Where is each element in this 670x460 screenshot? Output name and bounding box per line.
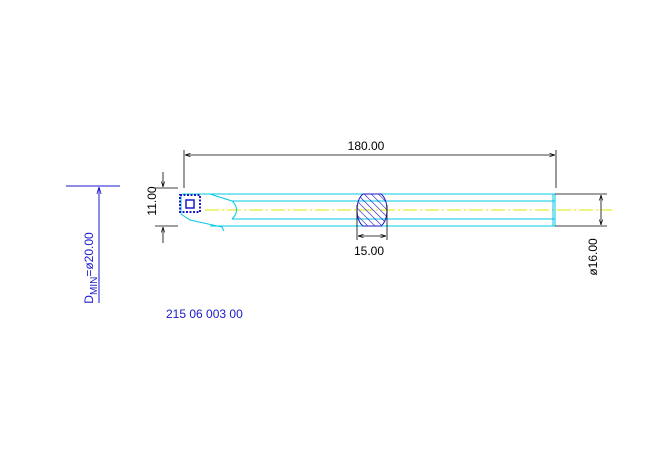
min-bore-label: DMIN=ø20.00 bbox=[82, 232, 100, 304]
min-bore-annotation bbox=[66, 185, 120, 303]
hatched-section bbox=[356, 193, 388, 227]
dimension-length-label: 180.00 bbox=[348, 139, 385, 153]
part-number: 215 06 003 00 bbox=[166, 307, 243, 321]
min-bore-subscript: MIN bbox=[89, 277, 100, 295]
dimension-length bbox=[183, 150, 557, 188]
dimension-height-label: 11.00 bbox=[145, 186, 159, 215]
min-bore-value: =ø20.00 bbox=[82, 232, 96, 277]
min-bore-prefix: D bbox=[82, 295, 96, 304]
dimension-shank-diameter bbox=[555, 193, 607, 227]
dimension-height bbox=[155, 172, 178, 243]
cutting-insert bbox=[179, 194, 201, 213]
dimension-neck-width bbox=[356, 205, 388, 240]
dimension-neck-width-label: 15.00 bbox=[354, 244, 384, 258]
boring-bar-outline bbox=[180, 193, 556, 232]
dimension-shank-diameter-label: ø16.00 bbox=[586, 238, 600, 276]
